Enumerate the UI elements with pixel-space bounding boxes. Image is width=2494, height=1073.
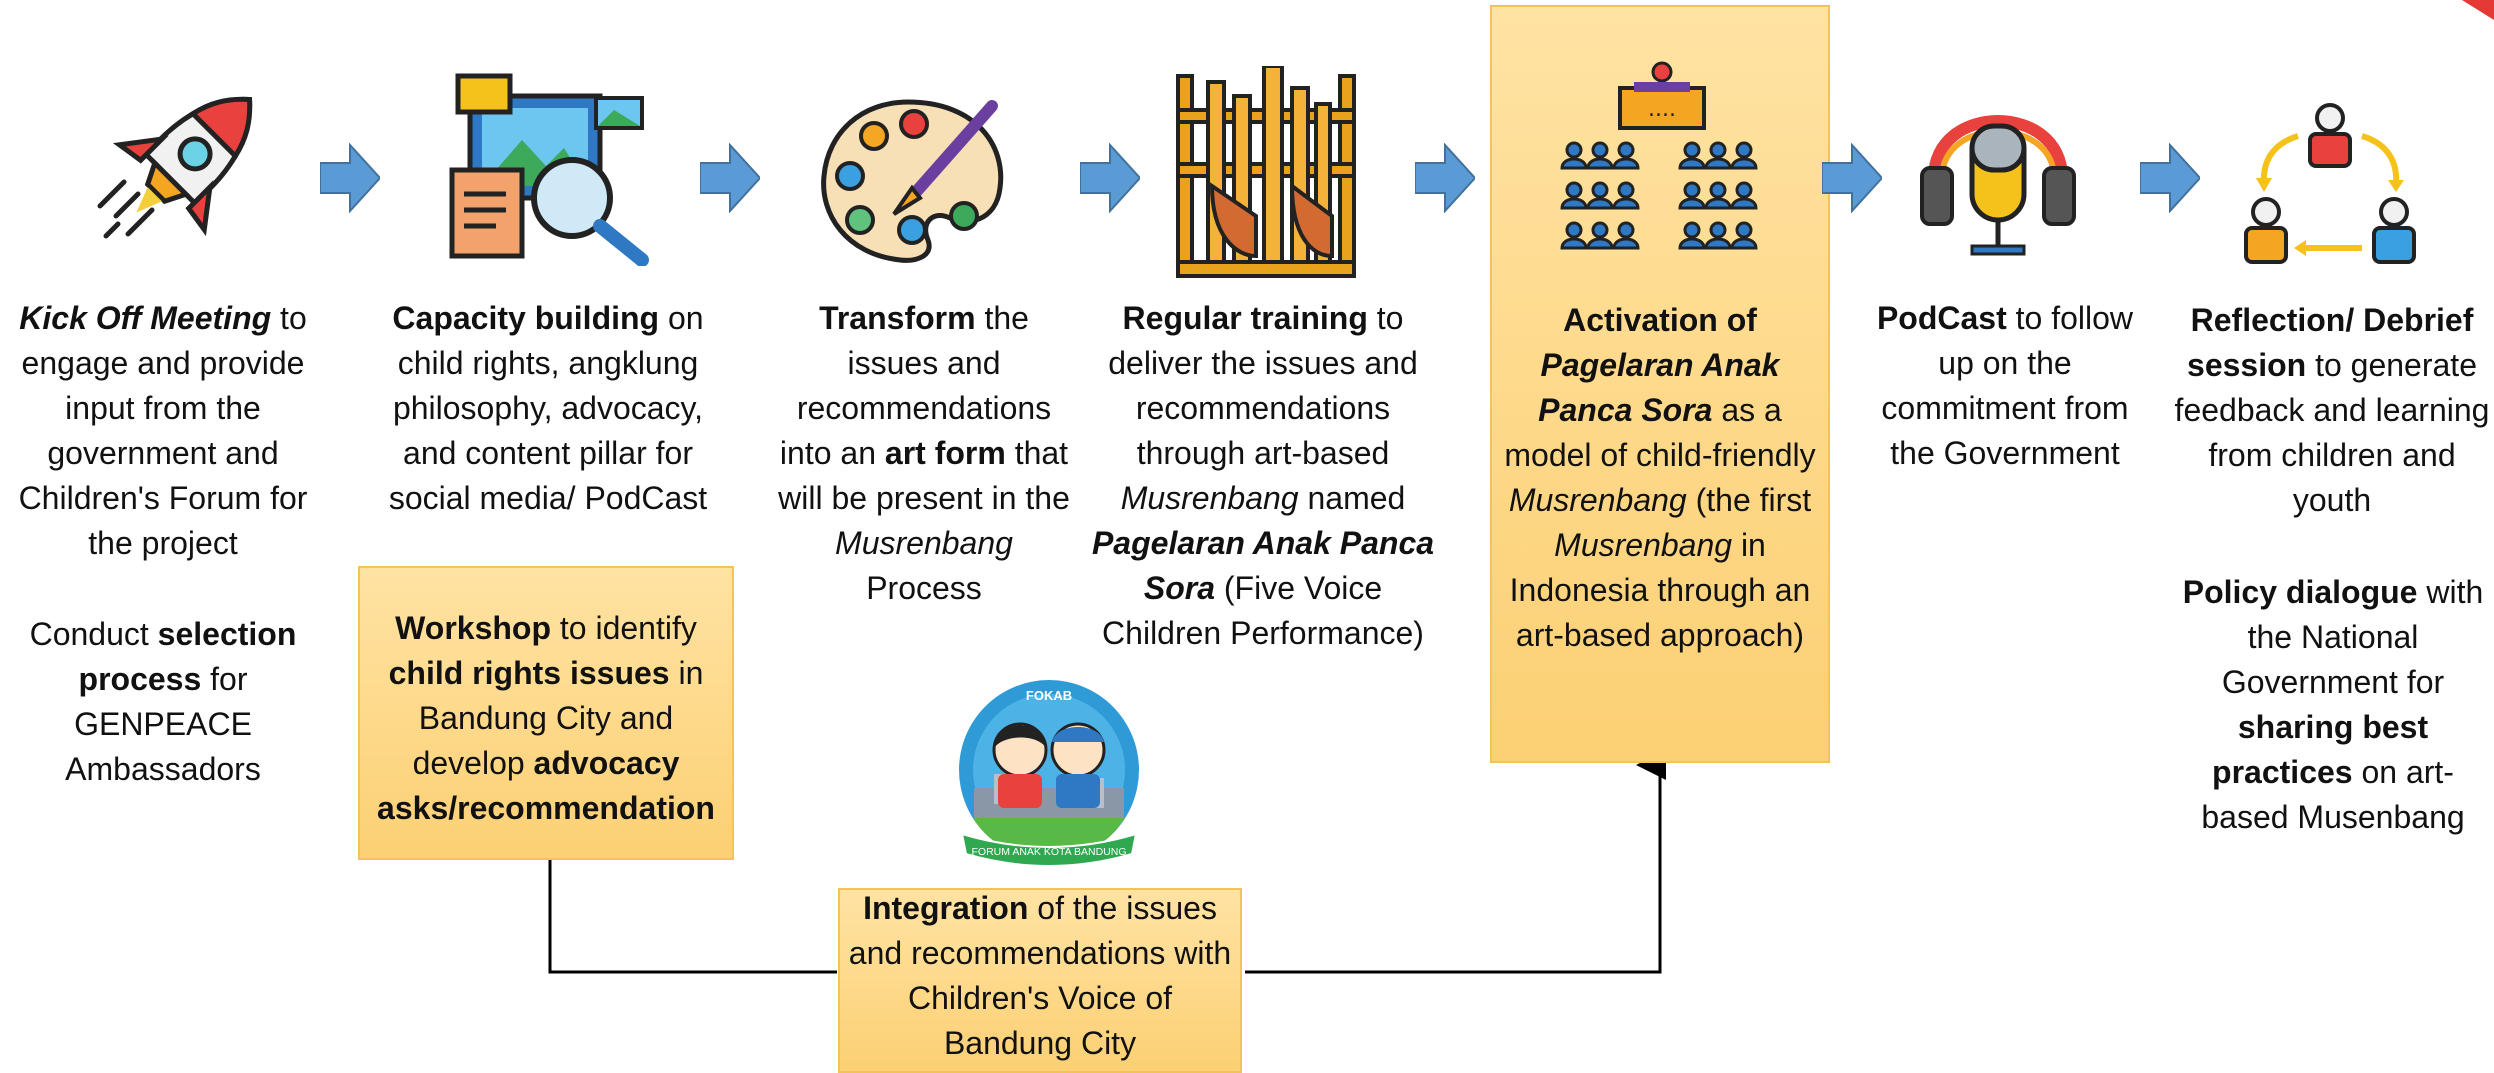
text-run: Conduct xyxy=(29,616,158,652)
text-run: named xyxy=(1298,480,1406,516)
text-run: Musrenbang xyxy=(1508,482,1687,518)
text-run: sharing best practices xyxy=(2212,709,2429,790)
logo-top-text: FOKAB xyxy=(1026,688,1072,703)
text-run: Reflection/ Debrief session xyxy=(2187,302,2474,383)
text-run: with the National Government for xyxy=(2221,574,2484,700)
text-run: of the issues and recommendations with C… xyxy=(848,890,1232,1061)
text-run: advocacy asks/recommendation xyxy=(377,745,715,826)
text-run: as a model of child-friendly xyxy=(1504,392,1816,473)
text-run: to deliver the issues and recommendation… xyxy=(1108,300,1418,471)
text-run: selection process xyxy=(78,616,297,697)
text-run: to identify xyxy=(551,610,697,646)
text-run: to follow up on the commitment from the … xyxy=(1881,300,2134,471)
text-run: that will be present in the xyxy=(778,435,1070,516)
text-run: (the first xyxy=(1686,482,1812,518)
integration-box xyxy=(838,888,1242,1073)
svg-text:....: .... xyxy=(1648,97,1676,122)
text-run: Musrenbang xyxy=(835,525,1013,561)
text-run: (Five Voice Children Performance) xyxy=(1102,570,1424,651)
text-run: child rights issues xyxy=(388,655,670,691)
flow-arrow-2 xyxy=(700,143,760,213)
corner-mark xyxy=(2462,0,2494,20)
forum-anak-kota-bandung-logo: FOKAB FORUM ANAK KOTA BANDUNG xyxy=(954,678,1144,872)
flow-arrow-1 xyxy=(320,143,380,213)
text-run: in Indonesia through an art-based approa… xyxy=(1509,527,1811,653)
text-run: Musrenbang xyxy=(1120,480,1299,516)
text-run: on child rights, angklung philosophy, ad… xyxy=(388,300,708,516)
step-reflection-text: Reflection/ Debrief session to generate … xyxy=(2170,298,2494,523)
step-policy-dialogue-text: Policy dialogue with the National Govern… xyxy=(2180,570,2486,840)
flow-arrow-4 xyxy=(1415,143,1475,213)
integration-text: Integration of the issues and recommenda… xyxy=(848,886,1232,1066)
flow-arrow-5 xyxy=(1822,143,1882,213)
step-regular-training-text: Regular training to deliver the issues a… xyxy=(1090,296,1436,656)
text-run: Pagelaran Anak Panca Sora xyxy=(1538,347,1780,428)
text-run: PodCast xyxy=(1876,300,2007,336)
text-run: Regular training xyxy=(1122,300,1368,336)
rocket-icon xyxy=(88,66,288,261)
text-run: for GENPEACE Ambassadors xyxy=(65,661,261,787)
step-selection-text: Conduct selection process for GENPEACE A… xyxy=(14,612,312,792)
step-kickoff-text: Kick Off Meeting to engage and provide i… xyxy=(4,296,322,566)
flow-arrow-6 xyxy=(2140,143,2200,213)
text-run: the issues and recommendations into an xyxy=(779,300,1052,471)
logo-ribbon-text: FORUM ANAK KOTA BANDUNG xyxy=(972,846,1127,858)
text-run: in Bandung City and develop xyxy=(412,655,704,781)
text-run: Process xyxy=(866,570,982,606)
text-run: Capacity building xyxy=(392,300,660,336)
text-run: on art-based Musenbang xyxy=(2201,754,2465,835)
text-run: Transform xyxy=(819,300,976,336)
step-capacity-building-text: Capacity building on child rights, angkl… xyxy=(368,296,728,521)
text-run: Pagelaran Anak Panca Sora xyxy=(1091,525,1435,606)
text-run: to engage and provide input from the gov… xyxy=(18,300,308,561)
workshop-text: Workshop to identify child rights issues… xyxy=(368,606,724,831)
activation-highlight-box xyxy=(1490,5,1830,763)
podcast-microphone-icon xyxy=(1916,82,2080,260)
audience-conference-icon: .... xyxy=(1560,58,1764,260)
text-run: Musrenbang xyxy=(1554,527,1733,563)
text-run: Activation of xyxy=(1563,302,1757,338)
text-run: Policy dialogue xyxy=(2182,574,2418,610)
text-run: Kick Off Meeting xyxy=(19,300,272,336)
paint-palette-icon xyxy=(816,96,1012,266)
research-magnifier-icon xyxy=(446,66,656,266)
step-activation-text: Activation of Pagelaran Anak Panca Sora … xyxy=(1500,298,1820,658)
text-run: Workshop xyxy=(395,610,551,646)
angklung-icon xyxy=(1172,66,1360,286)
reflection-cycle-icon xyxy=(2242,100,2418,274)
flow-arrow-3 xyxy=(1080,143,1140,213)
workshop-box xyxy=(358,566,734,860)
text-run: Integration xyxy=(863,890,1029,926)
step-transform-text: Transform the issues and recommendations… xyxy=(776,296,1072,611)
text-run: to generate feedback and learning from c… xyxy=(2174,347,2490,518)
step-podcast-text: PodCast to follow up on the commitment f… xyxy=(1872,296,2138,476)
text-run: art form xyxy=(884,435,1006,471)
